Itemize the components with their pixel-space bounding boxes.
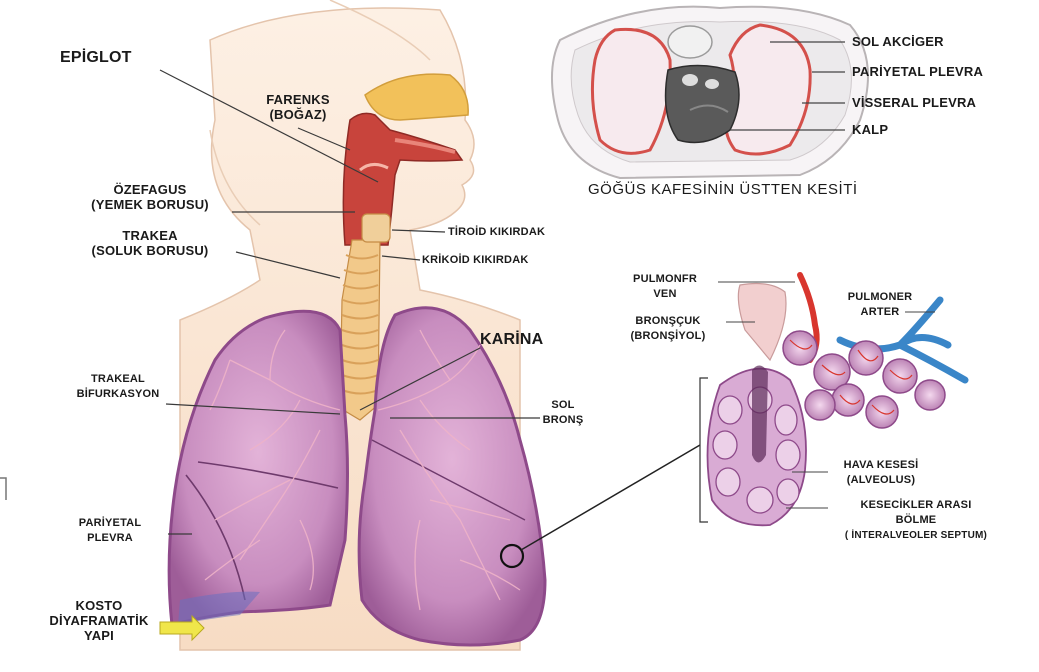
- label-trakea-line1: TRAKEA: [60, 228, 240, 243]
- chest-section-caption: GÖĞÜS KAFESİNİN ÜSTTEN KESİTİ: [588, 182, 858, 197]
- label-trakea: TRAKEA (SOLUK BORUSU): [60, 228, 240, 258]
- thyroid-cartilage: [362, 214, 390, 242]
- label-kosto-line3: YAPI: [34, 628, 164, 643]
- label-bronscuk-line1: BRONŞÇUK: [612, 314, 724, 329]
- label-trakeal-line2: BİFURKASYON: [68, 387, 168, 402]
- label-hava-kesesi-line2: (ALVEOLUS): [826, 473, 936, 488]
- label-sol-brons-line2: BRONŞ: [528, 413, 598, 428]
- label-pariyetal-line1: PARİYETAL: [60, 516, 160, 531]
- label-kesecikler-line2: BÖLME: [806, 513, 1026, 528]
- label-tiroid: TİROİD KIKIRDAK: [448, 225, 545, 240]
- label-sol-akciger: SOL AKCİGER: [852, 34, 944, 49]
- label-pulmoner-ven-line2: VEN: [615, 287, 715, 302]
- label-sol-brons: SOL BRONŞ: [528, 398, 598, 428]
- label-pulmoner-arter-line2: ARTER: [830, 305, 930, 320]
- label-kesecikler-line1: KESECİKLER ARASI: [806, 498, 1026, 513]
- label-ozefagus-line2: (YEMEK BORUSU): [60, 197, 240, 212]
- zoom-connector: [521, 445, 700, 550]
- label-kesecikler-line3: ( İNTERALVEOLER SEPTUM): [806, 528, 1026, 543]
- label-hava-kesesi: HAVA KESESİ (ALVEOLUS): [826, 458, 936, 488]
- label-kosto: KOSTO DİYAFRAMATİK YAPI: [34, 598, 164, 643]
- label-farenks-line1: FARENKS: [248, 92, 348, 107]
- label-epiglot: EPİGLOT: [60, 50, 132, 65]
- label-trakea-line2: (SOLUK BORUSU): [60, 243, 240, 258]
- label-trakeal: TRAKEAL BİFURKASYON: [68, 372, 168, 402]
- label-pulmoner-arter-line1: PULMONER: [830, 290, 930, 305]
- label-karina: KARİNA: [480, 332, 543, 347]
- label-pariyetal-plevra: PARİYETAL PLEVRA: [852, 64, 983, 79]
- label-sol-brons-line1: SOL: [528, 398, 598, 413]
- label-kesecikler: KESECİKLER ARASI BÖLME ( İNTERALVEOLER S…: [806, 498, 1026, 543]
- label-kosto-line2: DİYAFRAMATİK: [34, 613, 164, 628]
- chest-cross-section: [552, 7, 868, 178]
- label-farenks: FARENKS (BOĞAZ): [248, 92, 348, 122]
- label-pariyetal-line2: PLEVRA: [60, 531, 160, 546]
- label-ozefagus: ÖZEFAGUS (YEMEK BORUSU): [60, 182, 240, 212]
- label-farenks-line2: (BOĞAZ): [248, 107, 348, 122]
- label-pulmoner-ven-line1: PULMONFR: [615, 272, 715, 287]
- label-trakeal-line1: TRAKEAL: [68, 372, 168, 387]
- label-krikoid: KRİKOİD KIKIRDAK: [422, 253, 528, 268]
- label-pulmoner-arter: PULMONER ARTER: [830, 290, 930, 320]
- label-kosto-line1: KOSTO: [34, 598, 164, 613]
- label-visseral-plevra: VİSSERAL PLEVRA: [852, 95, 976, 110]
- label-ozefagus-line1: ÖZEFAGUS: [60, 182, 240, 197]
- label-bronscuk: BRONŞÇUK (BRONŞİYOL): [612, 314, 724, 344]
- label-pariyetal: PARİYETAL PLEVRA: [60, 516, 160, 546]
- label-kalp: KALP: [852, 122, 888, 137]
- label-bronscuk-line2: (BRONŞİYOL): [612, 329, 724, 344]
- label-hava-kesesi-line1: HAVA KESESİ: [826, 458, 936, 473]
- label-pulmoner-ven: PULMONFR VEN: [615, 272, 715, 302]
